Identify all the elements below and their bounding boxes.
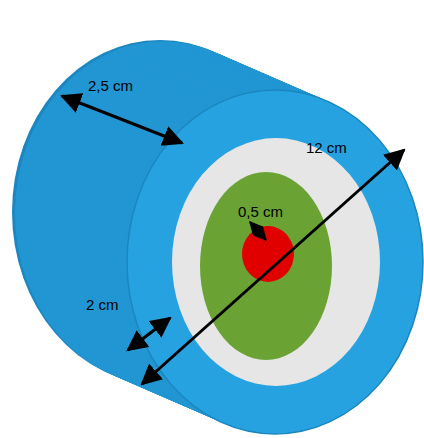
cylinder-side xyxy=(12,40,423,434)
diameter-dimension xyxy=(142,150,404,384)
rim-dimension xyxy=(128,318,170,350)
depth-dimension xyxy=(62,96,182,143)
core-dimension xyxy=(250,222,266,240)
rim-label: 2 cm xyxy=(86,297,119,314)
diameter-label: 12 cm xyxy=(306,140,347,157)
green-ring xyxy=(200,172,332,360)
depth-label: 2,5 cm xyxy=(88,78,133,95)
side-slice xyxy=(127,90,423,434)
core-label: 0,5 cm xyxy=(238,204,283,221)
front-face xyxy=(127,90,423,434)
grey-ring xyxy=(172,138,380,386)
